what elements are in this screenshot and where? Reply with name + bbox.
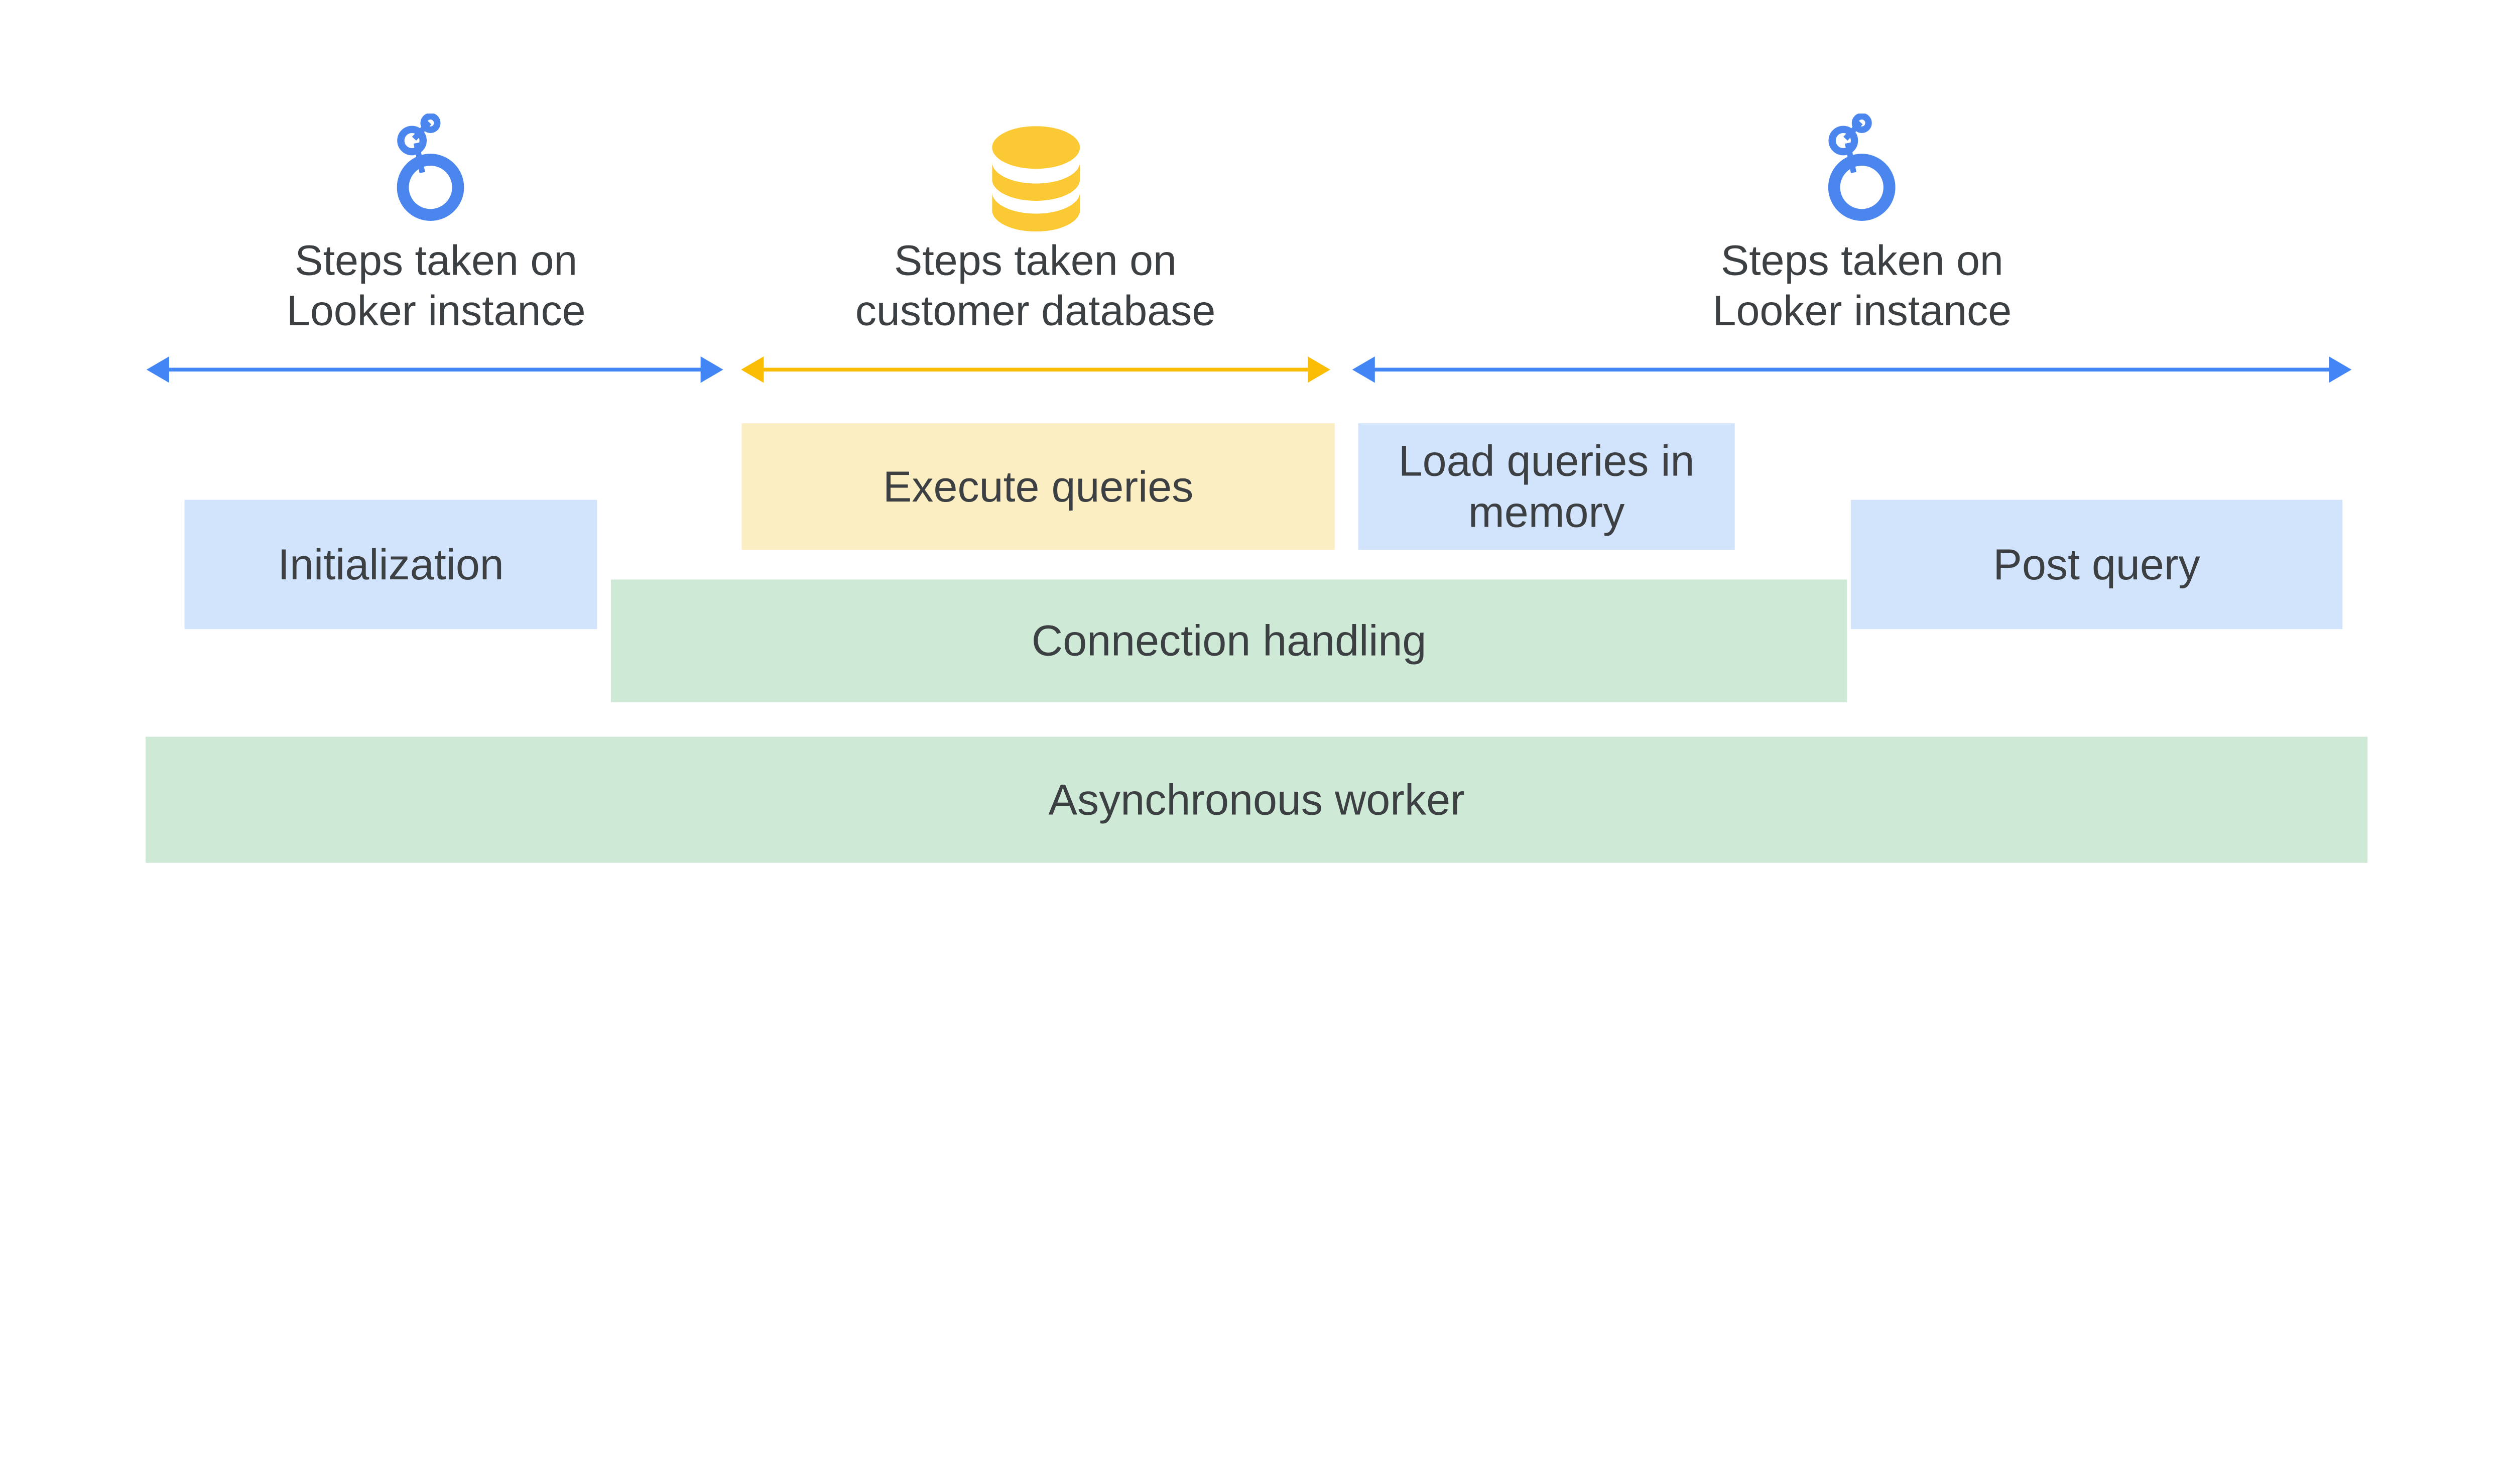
heading-line: Looker instance [286, 287, 586, 334]
looker-logo-icon [397, 113, 464, 221]
section-heading-looker-left: Steps taken on Looker instance [185, 235, 687, 336]
double-arrow-database [741, 356, 1330, 383]
heading-line: Steps taken on [1720, 236, 2003, 284]
box-load-queries-in-memory: Load queries in memory [1358, 423, 1735, 550]
heading-line: Looker instance [1712, 287, 2012, 334]
box-connection-handling: Connection handling [610, 579, 1847, 702]
double-arrow-looker-left [146, 356, 723, 383]
database-icon [992, 126, 1080, 232]
box-label: Post query [1993, 540, 2200, 589]
looker-logo-icon [1828, 113, 1896, 221]
box-initialization: Initialization [184, 500, 597, 630]
box-execute-queries: Execute queries [741, 423, 1335, 550]
double-arrow-looker-right [1352, 356, 2352, 383]
section-heading-looker-right: Steps taken on Looker instance [1611, 235, 2113, 336]
box-label: Connection handling [1031, 616, 1427, 665]
box-post-query: Post query [1850, 500, 2343, 630]
section-heading-database: Steps taken on customer database [785, 235, 1287, 336]
box-label: Initialization [278, 540, 504, 589]
heading-line: Steps taken on [295, 236, 578, 284]
box-label: Asynchronous worker [1048, 775, 1465, 824]
diagram-canvas: Steps taken on Looker instance Steps tak… [146, 113, 2368, 863]
heading-line: Steps taken on [894, 236, 1177, 284]
box-label: Load queries in memory [1398, 437, 1695, 537]
heading-line: customer database [855, 287, 1216, 334]
box-asynchronous-worker: Asynchronous worker [146, 736, 2368, 863]
box-label: Execute queries [883, 462, 1194, 511]
